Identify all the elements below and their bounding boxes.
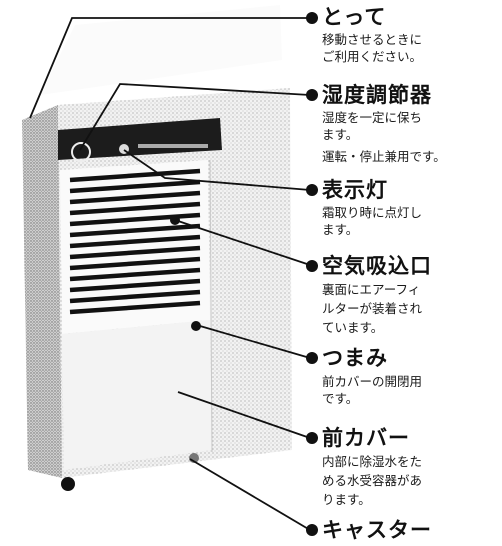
handle-desc-2: ご利用ください。 [322,49,423,64]
knob-desc-1: 前カバーの開閉用 [322,374,423,389]
bullet-icon [306,352,318,364]
handle-title: とって [322,5,387,29]
indicator-lamp-title: 表示灯 [322,178,388,202]
grille-marker-icon [170,215,180,225]
air-intake-desc-1: 裏面にエアーフィ [322,282,421,297]
panel-print [138,144,208,148]
front-cover-desc-3: ります。 [322,492,371,507]
air-intake-title: 空気吸込口 [322,254,432,278]
label-markers [170,12,318,536]
front-cover-title: 前カバー [322,426,410,450]
knob-desc-2: です。 [322,391,359,406]
humidistat-desc-1: 湿度を一定に保ち [322,110,423,125]
front-cover-panel [62,320,212,470]
bullet-icon [306,260,318,272]
bullet-icon [306,12,318,24]
bullet-icon [306,524,318,536]
bullet-icon [306,184,318,196]
humidistat-title: 湿度調節器 [322,83,432,107]
top-face [40,5,282,95]
bullet-icon [306,89,318,101]
humidistat-dial [71,142,91,162]
knob-marker-icon [191,321,201,331]
humidistat-desc-2: ます。 [322,127,359,142]
caster-wheel [61,477,75,491]
front-cover-desc-2: める水受容器があ [322,473,423,488]
bullet-icon [306,432,318,444]
caster-title: キャスター [322,518,432,542]
leader-lines [29,17,312,531]
air-intake-desc-3: ています。 [322,320,384,335]
control-panel [58,118,222,160]
grille-frame [60,160,210,334]
front-cover-desc-1: 内部に除湿水をた [322,454,423,469]
handle-desc-1: 移動させるときに [322,32,423,47]
humidistat-desc-3: 運転・停止兼用です。 [322,149,446,164]
left-side-panel [22,105,62,478]
air-intake-desc-2: ルターが装着され [322,301,423,316]
knob-title: つまみ [322,346,388,370]
indicator-lamp-desc-2: ます。 [322,222,359,237]
indicator-lamp-desc-1: 霜取り時に点灯し [322,205,423,220]
dehumidifier-body [22,5,292,491]
